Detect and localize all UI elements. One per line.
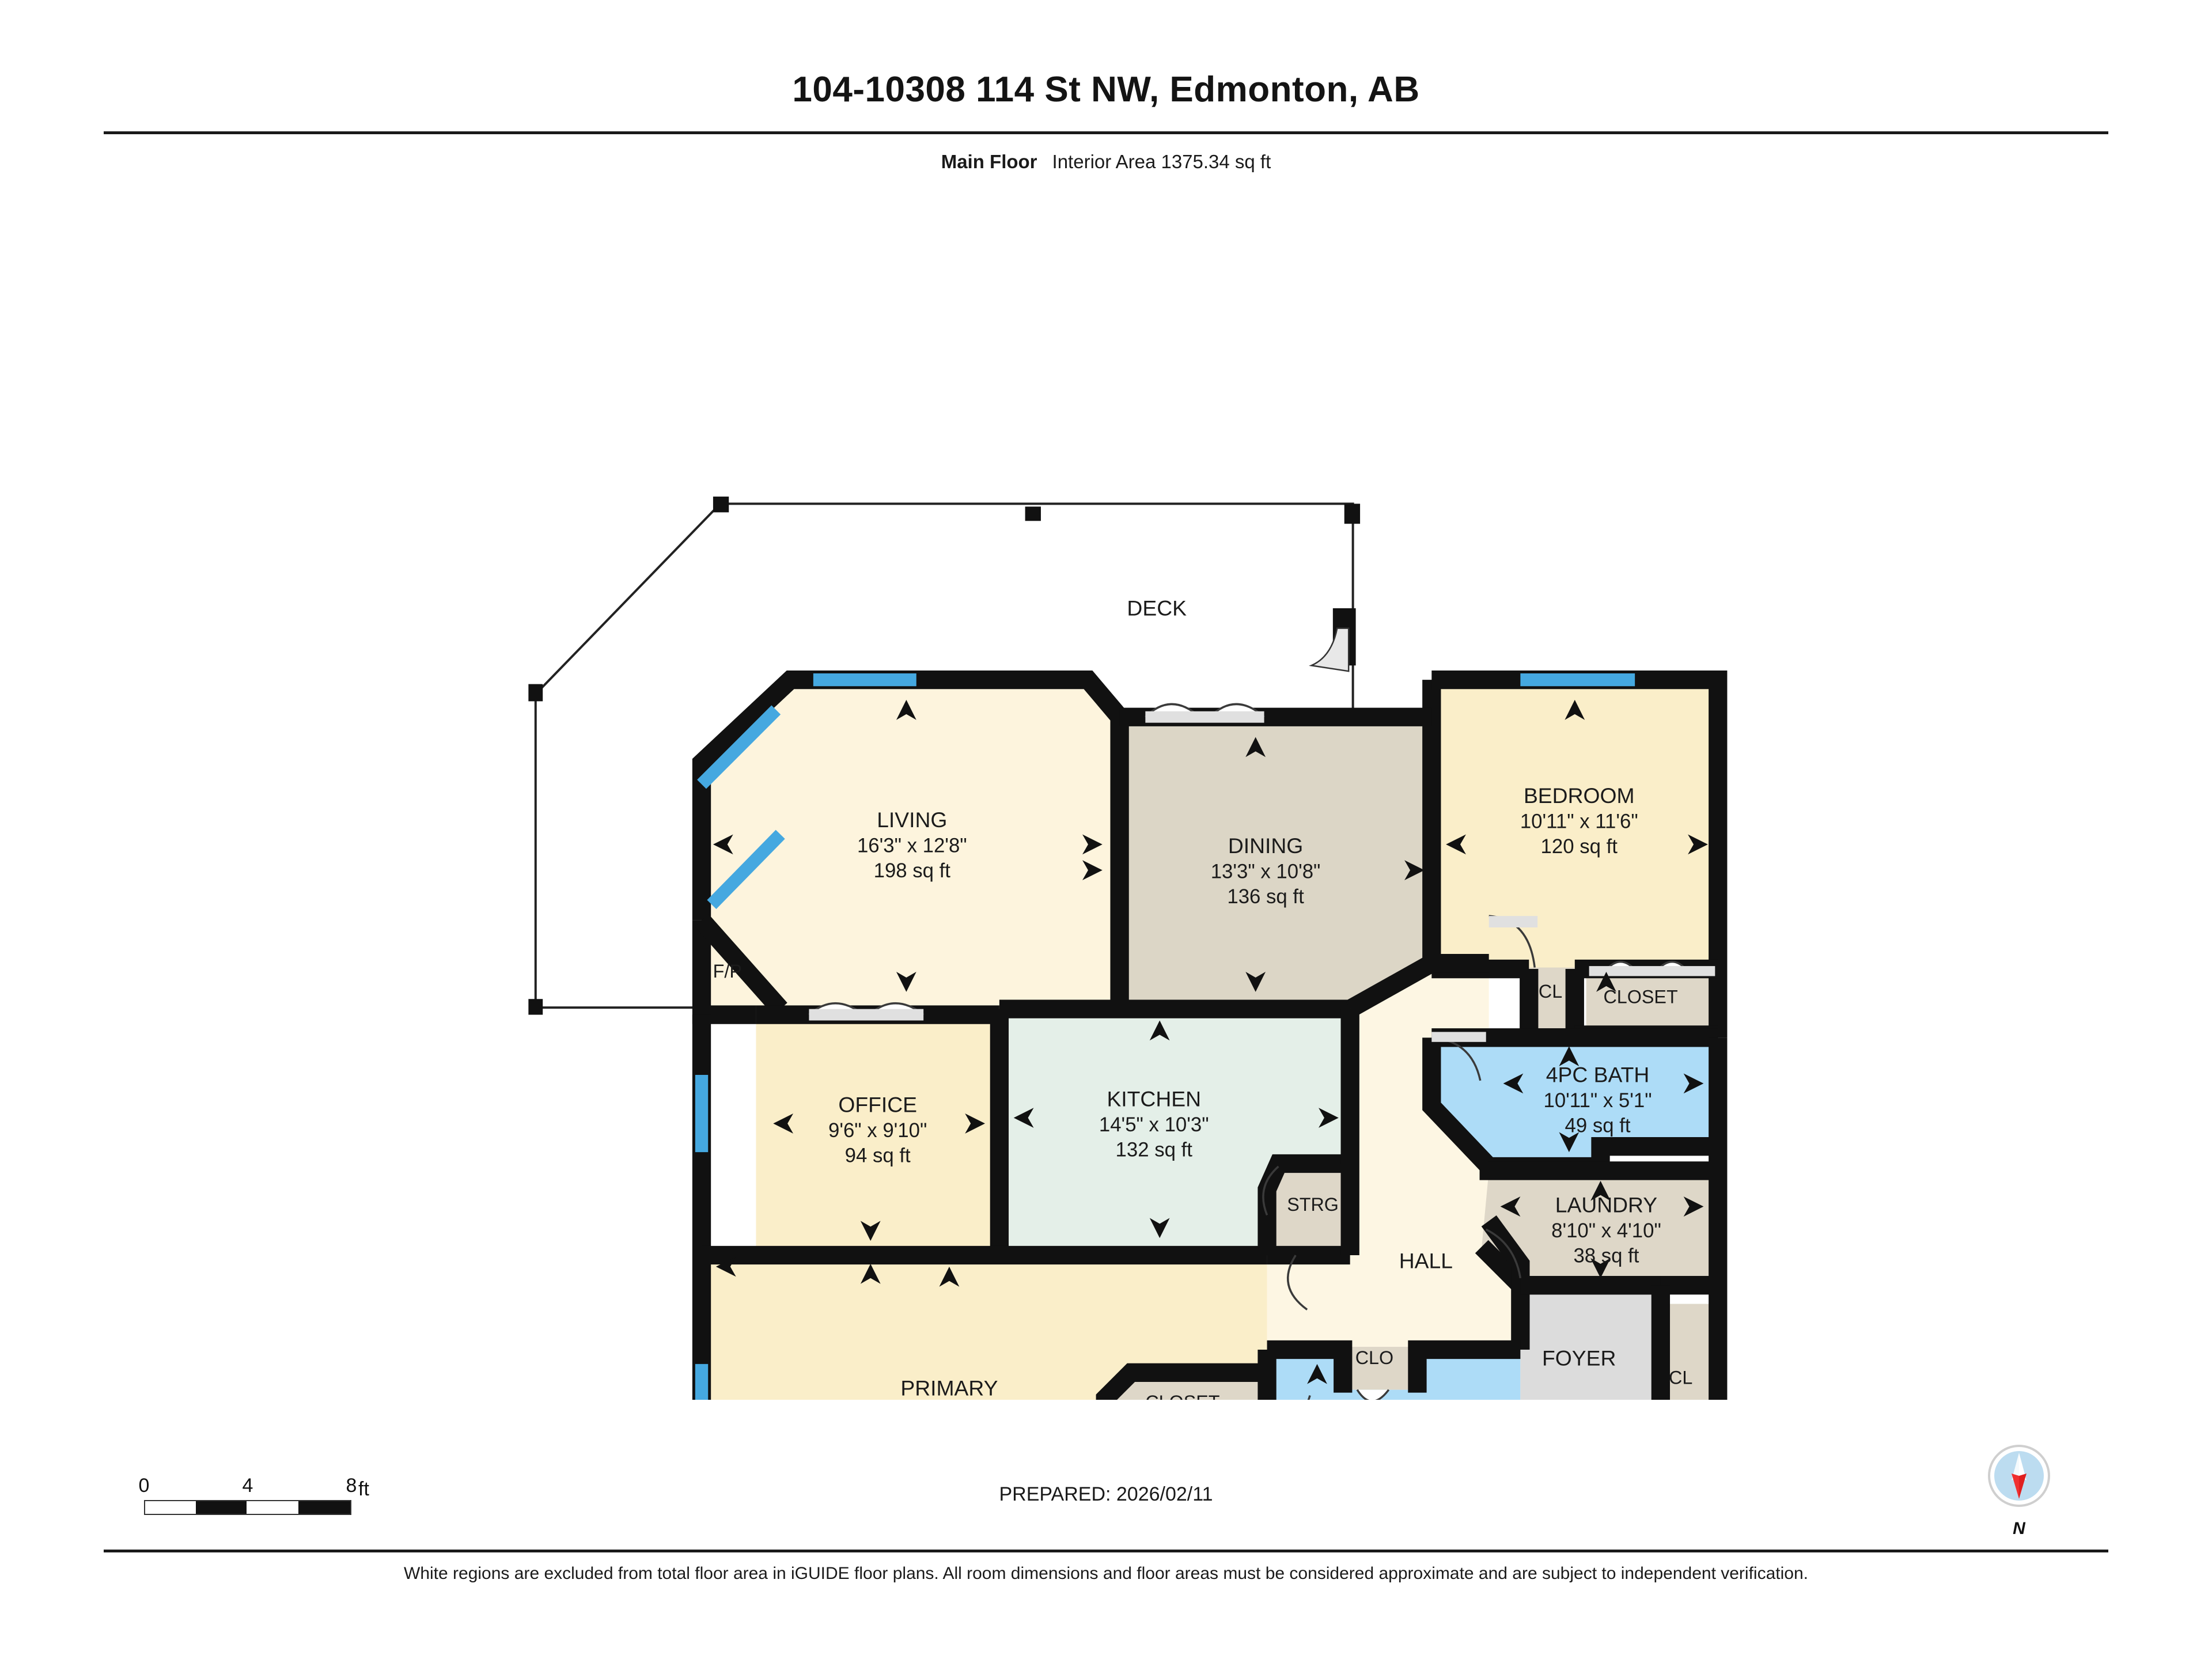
compass-icon [1988, 1445, 2050, 1507]
room-dims-dining: 13'3" x 10'8" [1211, 861, 1321, 882]
prepared-date: PREPARED: 2026/02/11 [999, 1483, 1213, 1505]
room-fill-office [756, 1014, 999, 1250]
room-dims-office: 9'6" x 9'10" [828, 1120, 927, 1142]
room-fill-foyer [1520, 1285, 1661, 1400]
room-area-laundry: 38 sq ft [1573, 1245, 1639, 1267]
scale-bar: 0 4 8 ft [139, 1475, 369, 1515]
room-dims-kitchen: 14'5" x 10'3" [1099, 1114, 1209, 1136]
scale-tick-0: 0 [138, 1475, 150, 1497]
room-area-living: 198 sq ft [874, 860, 951, 882]
room-name-primary: PRIMARY [900, 1376, 998, 1400]
room-name-living: LIVING [877, 808, 947, 832]
room-fill-strg [1267, 1171, 1350, 1250]
scale-tick-1: 4 [242, 1475, 253, 1497]
footer-divider [104, 1550, 2108, 1552]
dimension-arrows [713, 699, 1708, 1384]
label-clo: CLO [1355, 1347, 1393, 1368]
windows [695, 673, 1635, 1400]
label-deck: DECK [1127, 596, 1187, 620]
scale-unit-label: ft [358, 1478, 369, 1500]
room-fill-bedroom [1434, 680, 1718, 969]
compass-north-label: N [2013, 1519, 2025, 1538]
room-fills [702, 680, 1718, 1400]
room-name-dining: DINING [1228, 834, 1303, 858]
interior-area-label: Interior Area 1375.34 sq ft [1052, 151, 1271, 172]
room-dims-living: 16'3" x 12'8" [857, 835, 967, 857]
room-fill-dining [1116, 717, 1435, 1009]
room-name-bedroom: BEDROOM [1524, 783, 1635, 808]
room-fill-laundry [1482, 1171, 1718, 1286]
room-name-office: OFFICE [838, 1093, 917, 1117]
room-fill-cl-foyer [1660, 1304, 1718, 1400]
room-area-dining: 136 sq ft [1227, 886, 1304, 908]
room-fill-ensuite [1267, 1350, 1521, 1400]
room-name-bath4pc: 4PC BATH [1546, 1062, 1649, 1086]
room-fill-living [702, 680, 1117, 1009]
room-dims-bedroom: 10'11" x 11'6" [1520, 810, 1638, 832]
page-title: 104-10308 114 St NW, Edmonton, AB [792, 70, 1420, 109]
room-dims-laundry: 8'10" x 4'10" [1551, 1220, 1661, 1242]
floor-plan-drawing: LIVING 16'3" x 12'8" 198 sq ft DINING 13'3" … [528, 497, 1728, 1400]
label-cl_top: CL [1539, 981, 1562, 1002]
compass-rose: N [1982, 1440, 2056, 1539]
label-hall: HALL [1399, 1248, 1453, 1272]
door-swings [808, 703, 1715, 1400]
room-area-office: 94 sq ft [845, 1145, 911, 1167]
floor-label: Main Floor [941, 151, 1037, 172]
room-name-kitchen: KITCHEN [1107, 1087, 1201, 1111]
room-fill-bath4pc [1431, 1037, 1718, 1164]
label-closet_p1: CLOSET [1145, 1392, 1219, 1400]
label-fp: F/P [713, 961, 742, 982]
label-cl_foyer: CL [1669, 1368, 1692, 1388]
window-living-bay2 [697, 705, 781, 789]
room-area-bedroom: 120 sq ft [1541, 836, 1618, 858]
floor-subtitle: Main Floor Interior Area 1375.34 sq ft [0, 151, 2212, 173]
window-living-bay [707, 830, 785, 910]
plain-labels: DECKF/PCLCLOSETSTRGHALLFOYERCLCLOCLOSETC… [713, 596, 1693, 1400]
scale-track [144, 1500, 351, 1515]
label-closet_top: CLOSET [1603, 987, 1677, 1007]
label-strg: STRG [1287, 1194, 1339, 1215]
room-fill-clo [1343, 1347, 1418, 1390]
header-divider [104, 131, 2108, 134]
room-area-bath4pc: 49 sq ft [1565, 1115, 1631, 1137]
room-dims-bath4pc: 10'11" x 5'1" [1543, 1090, 1652, 1112]
scale-tick-labels: 0 4 8 [139, 1475, 363, 1500]
disclaimer-text: White regions are excluded from total fl… [404, 1564, 1808, 1583]
label-foyer: FOYER [1542, 1346, 1616, 1370]
deck-outline [528, 497, 1361, 1015]
room-labels: LIVING 16'3" x 12'8" 198 sq ft DINING 13'3" … [828, 783, 1661, 1400]
scale-tick-2: 8 [346, 1475, 357, 1497]
room-area-kitchen: 132 sq ft [1116, 1139, 1193, 1161]
room-name-laundry: LAUNDRY [1555, 1192, 1658, 1217]
